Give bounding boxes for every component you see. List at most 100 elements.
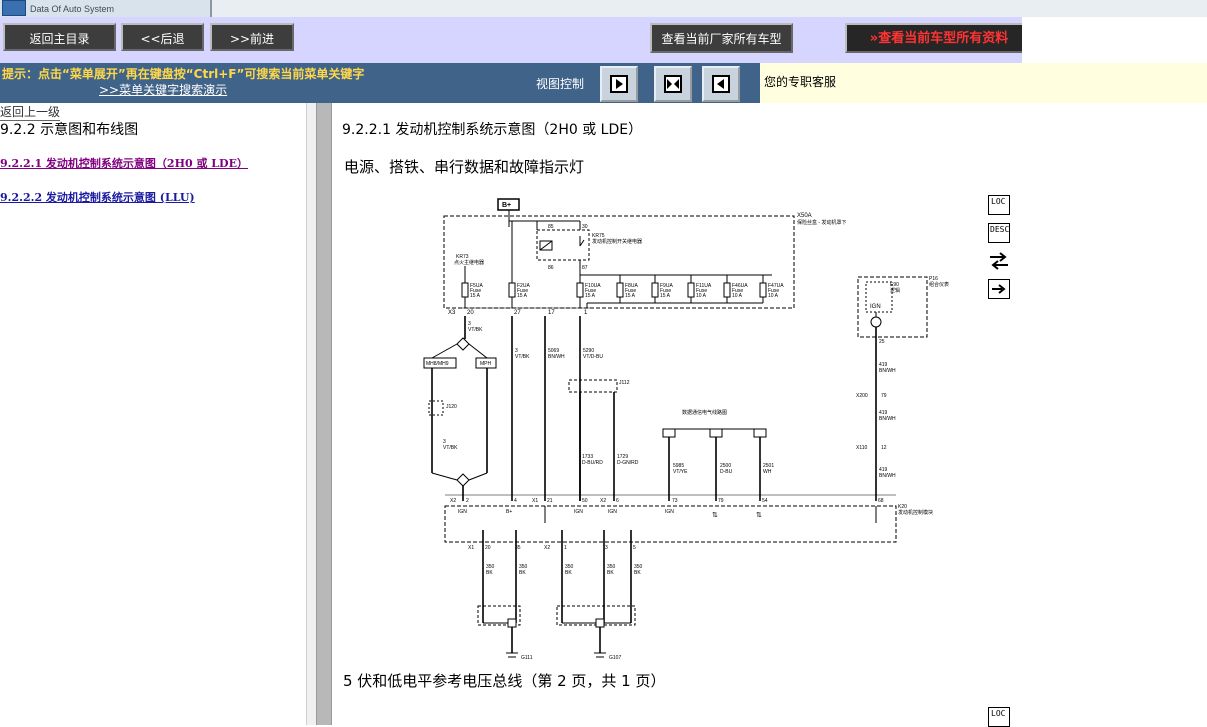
ecm-conn: X2: [450, 498, 456, 504]
nav-bar: 返回主目录 <<后退 >>前进 查看当前厂家所有车型 »查看当前车型所有资料: [0, 17, 1207, 63]
x3-pin: 17: [548, 310, 555, 316]
ecm-pin: 4: [514, 498, 517, 504]
ign-relay-desc: 点火主继电器: [454, 259, 484, 266]
ground-icon: [506, 652, 518, 658]
view-control: 视图控制: [532, 63, 760, 103]
logo-subtitle: Data Of Auto System: [30, 4, 115, 14]
fuse-block-desc: 保险丝盒 - 发动机罩下: [797, 219, 846, 226]
serial-arrows-icon: ⇅: [712, 512, 718, 519]
wire-num: 1733: [582, 454, 593, 460]
location-icon[interactable]: LOC: [988, 195, 1010, 215]
toc-panel: 返回上一级 9.2.2 示意图和布线图 9.2.2.1 发动机控制系统示意图（2…: [0, 103, 306, 725]
ipc-outline: [857, 276, 928, 338]
splice-box-left: [423, 357, 457, 369]
wire-color: BN/WH: [879, 473, 896, 479]
location-icon[interactable]: LOC: [988, 707, 1010, 727]
fuse-rating: 15 A: [470, 293, 481, 299]
document-panel: 9.2.2.1 发动机控制系统示意图（2H0 或 LDE） 电源、搭铁、串行数据…: [332, 103, 1207, 727]
panel-divider[interactable]: [316, 103, 332, 725]
relay-outline: [536, 229, 590, 261]
location-icon-label: LOC: [991, 197, 1006, 206]
flow-arrows-icon[interactable]: [988, 251, 1010, 271]
ecm-gnd-conn: X1: [468, 545, 474, 551]
ipc-id: P16: [929, 276, 938, 282]
app-header: Data Of Auto System: [0, 0, 1207, 18]
wiring-diagram: B+ X50A 保险丝盒 - 发动机罩下 85 30 86 87 KR75 发动…: [423, 198, 949, 661]
relay-pin-85: 85: [548, 224, 554, 230]
forward-button[interactable]: >>前进: [210, 23, 294, 51]
splice-diamond: [456, 473, 470, 487]
home-button[interactable]: 返回主目录: [3, 23, 116, 51]
gnd-wire-num: 350: [634, 564, 643, 570]
ecm-gnd-pin: 3: [605, 545, 608, 551]
fuse-block-outline: [443, 215, 795, 309]
j112-label: J112: [619, 380, 630, 386]
toc-link[interactable]: 9.2.2.1 发动机控制系统示意图（2H0 或 LDE）: [0, 157, 248, 170]
splice-box-right: [475, 357, 497, 369]
x3-pin: 20: [467, 310, 474, 316]
view-split-button[interactable]: [654, 66, 692, 102]
ecm-pin: 54: [762, 498, 768, 504]
fuse-name: F11UA: [696, 283, 712, 289]
x110-pin: 12: [881, 445, 887, 451]
mil-desc: 逻辑: [890, 287, 900, 294]
toc-link[interactable]: 9.2.2.2 发动机控制系统示意图 (LLU): [0, 191, 195, 204]
view-expand-right-button[interactable]: [600, 66, 638, 102]
description-icon[interactable]: DESC: [988, 223, 1010, 243]
ecm-outline: [444, 505, 897, 543]
ipc-ign-label: IGN: [870, 304, 881, 310]
ecm-gnd-pin: 1: [564, 545, 567, 551]
mil-id: E90: [890, 282, 899, 288]
gnd-wire-color: BK: [634, 570, 641, 576]
ecm-gnd-conn: X2: [544, 545, 550, 551]
all-models-button[interactable]: 查看当前厂家所有车型: [650, 23, 793, 53]
ground-label: G107: [609, 655, 621, 661]
ecm-pin: 50: [582, 498, 588, 504]
wire-color: VT/BK: [468, 327, 483, 333]
ipc-pin: 25: [879, 339, 885, 345]
fuse-name: F8UA: [625, 283, 638, 289]
ground-icon: [594, 652, 606, 658]
j112-box: [568, 379, 618, 393]
ecm-gnd-pin: 20: [485, 545, 491, 551]
fuse-block-id: X50A: [797, 213, 812, 219]
fuse-name: F9UA: [660, 283, 673, 289]
gnd-wire-color: BK: [519, 570, 526, 576]
ecm-pin-label: IGN: [574, 509, 583, 515]
splice-left-label: MH8/MH9: [426, 361, 449, 367]
x110-label: X110: [856, 445, 868, 451]
ign-relay-id: KR73: [456, 254, 469, 260]
serial-data-label: 数据通信电气线路图: [682, 409, 727, 416]
search-demo-link[interactable]: >>菜单关键字搜索演示: [99, 83, 228, 97]
fuse-type: Fuse: [470, 288, 481, 294]
fuse-name: F5UA: [470, 283, 483, 289]
up-level-link[interactable]: 返回上一级: [0, 105, 61, 121]
j120-box: [428, 400, 444, 416]
ecm-pin-label: IGN: [665, 509, 674, 515]
ecm-id: K20: [898, 504, 907, 510]
logo-icon: [2, 0, 26, 16]
customer-service-label[interactable]: 您的专职客服: [764, 75, 837, 89]
description-icon-label: DESC: [990, 225, 1010, 234]
x3-label: X3: [448, 310, 456, 316]
wire-num: 419: [879, 467, 888, 473]
wire-color: VT/BK: [515, 354, 530, 360]
wire-num: 3: [468, 321, 471, 327]
toc-heading: 9.2.2 示意图和布线图: [0, 122, 139, 138]
wire-num: 1729: [617, 454, 628, 460]
next-arrow-icon[interactable]: [988, 279, 1010, 299]
battery-label: B+: [502, 202, 511, 209]
ecm-pin: 73: [672, 498, 678, 504]
fuse-name: F10UA: [585, 283, 601, 289]
back-button[interactable]: <<后退: [121, 23, 204, 51]
wire-num: 5069: [548, 348, 559, 354]
fuse-rating: 10 A: [768, 293, 779, 299]
hint-text: 提示：点击“菜单展开”再在键盘按“Ctrl+F”可搜索当前菜单关键字: [2, 67, 365, 81]
ecm-gnd-pin: 35: [515, 545, 521, 551]
all-data-button[interactable]: »查看当前车型所有资料: [845, 23, 1033, 53]
fuse-rating: 15 A: [660, 293, 671, 299]
fuse-type: Fuse: [660, 288, 671, 294]
mil-lamp-icon: [870, 316, 882, 328]
left-scrollbar[interactable]: [306, 103, 317, 725]
view-expand-left-button[interactable]: [702, 66, 740, 102]
